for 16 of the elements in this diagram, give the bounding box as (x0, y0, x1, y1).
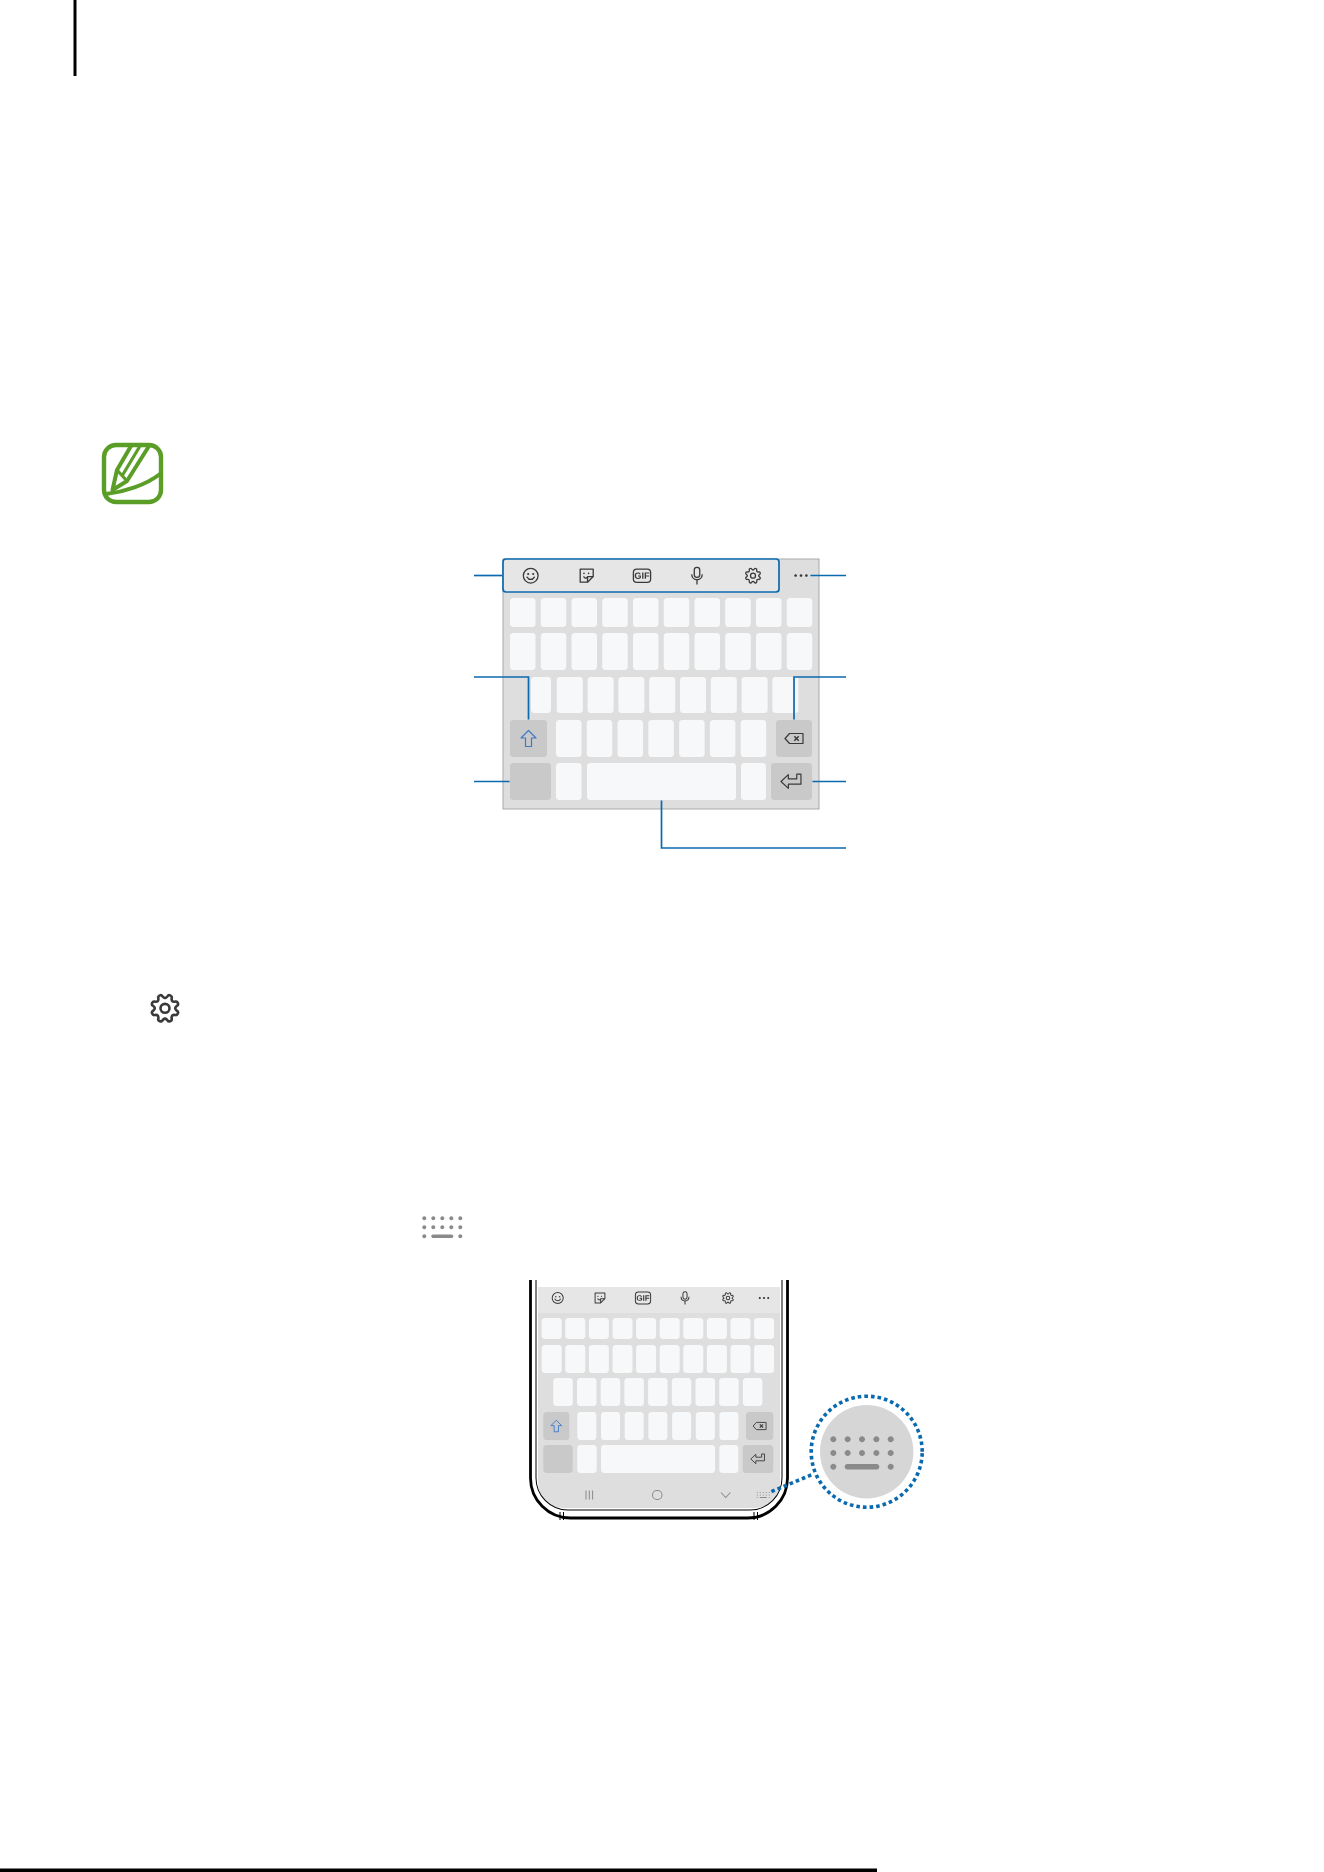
leader-line (473, 574, 503, 577)
leader-line (809, 574, 847, 577)
leader-line (770, 1472, 815, 1494)
leader-line (793, 676, 847, 721)
enter-key (771, 763, 812, 800)
space-bar (587, 763, 736, 800)
highlight-frame (502, 558, 780, 593)
leader-line (811, 780, 847, 783)
leader-line (473, 780, 511, 783)
backspace-key (776, 720, 812, 757)
leader-line (660, 799, 847, 849)
keyboard-icon (756, 1491, 770, 1499)
shift-key (510, 720, 547, 757)
key (510, 763, 551, 800)
leader-line (473, 676, 530, 721)
more-icon (794, 574, 808, 577)
